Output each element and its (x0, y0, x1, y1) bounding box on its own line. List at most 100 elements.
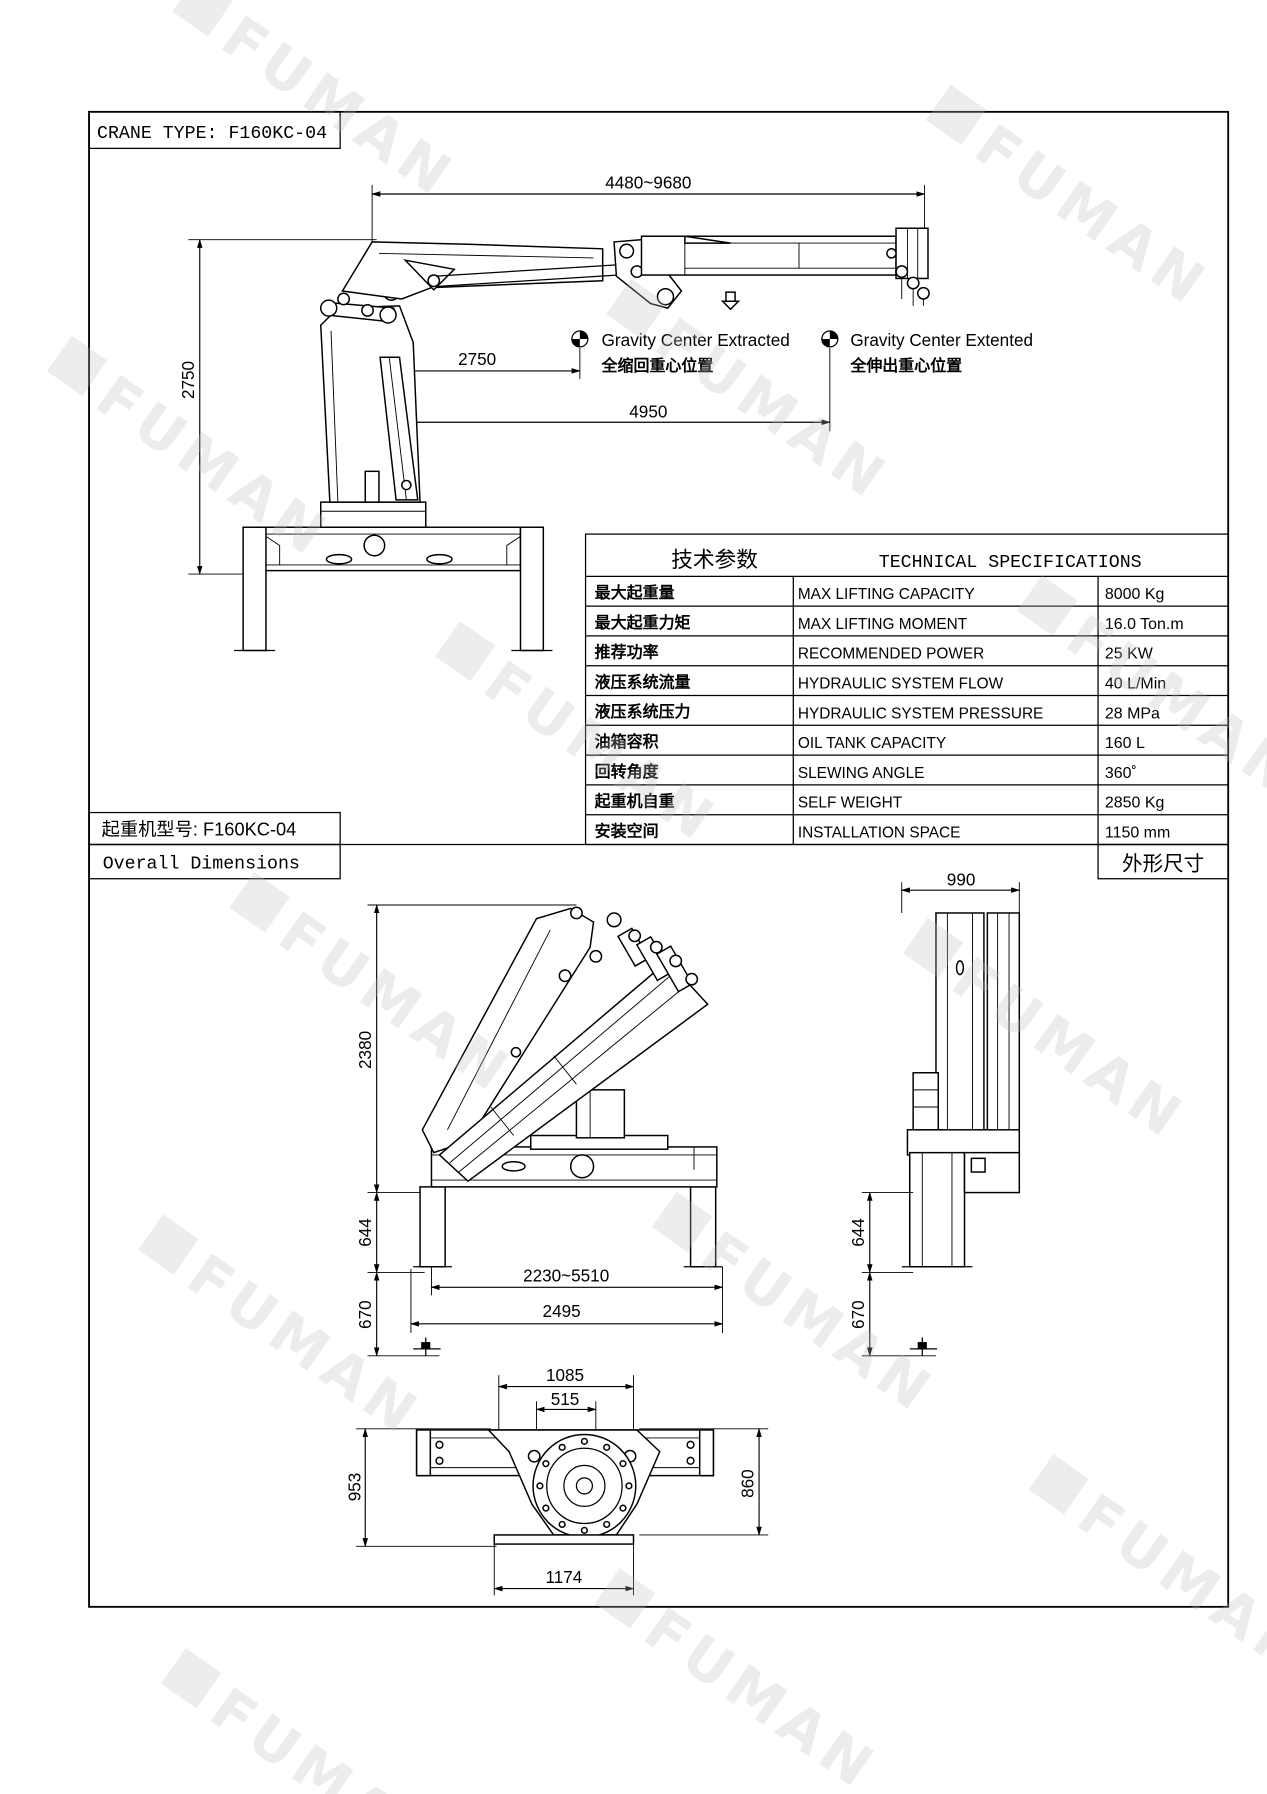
watermark-logo-icon (229, 872, 290, 933)
pin (320, 299, 338, 317)
side-view-crane (233, 227, 930, 652)
watermark-logo-icon (1017, 575, 1078, 636)
beam-slot (501, 1161, 526, 1172)
boom-clevis (403, 259, 456, 291)
dim-plan-length-inner: 860 (738, 1469, 757, 1498)
pin (379, 306, 397, 324)
slew-center (575, 1477, 594, 1495)
slewing-housing (320, 501, 427, 528)
dim-cg-extended: 4950 (629, 403, 667, 422)
spec-row-cn: 安装空间 (595, 821, 659, 840)
spec-row-en: HYDRAULIC SYSTEM FLOW (798, 676, 1004, 693)
dim-end-leg: 644 (849, 1218, 868, 1247)
watermark-logo-icon (172, 0, 233, 37)
spec-row-value: 16.0 Ton.m (1105, 616, 1184, 633)
spec-row-en: RECOMMENDED POWER (798, 646, 984, 663)
spec-row-value: 360˚ (1105, 765, 1137, 782)
head-plate (655, 945, 694, 993)
stack-section-line (553, 1055, 577, 1085)
spec-title-en: TECHNICAL SPECIFICATIONS (879, 553, 1142, 573)
dim-front-leg: 644 (356, 1218, 375, 1247)
motor (912, 1072, 940, 1131)
watermark-logo-icon (160, 1648, 222, 1709)
pin (886, 248, 897, 259)
overall-dimensions-cn-border (1097, 843, 1229, 880)
spec-row-en: INSTALLATION SPACE (798, 825, 961, 842)
model-label: 起重机型号: F160KC-04 (102, 818, 297, 839)
watermark-logo-icon (594, 1568, 656, 1629)
watermark-logo-icon (46, 335, 108, 397)
right-leg (519, 526, 545, 652)
pin (619, 243, 635, 259)
pin (401, 479, 412, 491)
dim-end-width: 990 (947, 871, 976, 890)
base (906, 1129, 1021, 1156)
spec-row-en: SLEWING ANGLE (798, 765, 925, 782)
end-view-crane (901, 912, 1021, 1268)
slew-bolt (536, 1482, 544, 1490)
slew-ring-bolts (536, 1437, 633, 1534)
bolt (686, 1456, 695, 1465)
bottom-plate (493, 1534, 635, 1545)
slewing-center (569, 1154, 595, 1179)
slewing-center (363, 534, 386, 557)
end-plate (415, 1429, 432, 1477)
spec-row-en: MAX LIFTING CAPACITY (798, 586, 975, 603)
pin (916, 286, 930, 300)
spec-row-value: 2850 Kg (1105, 795, 1165, 812)
spec-row-en: MAX LIFTING MOMENT (798, 616, 968, 633)
end-plate (698, 1429, 715, 1477)
spec-row-en: OIL TANK CAPACITY (798, 735, 946, 752)
spec-row-cn: 起重机自重 (594, 792, 675, 811)
dim-cg-retracted: 2750 (458, 350, 496, 369)
slew-ring-mid (546, 1447, 623, 1525)
spec-row-cn: 油箱容积 (595, 732, 659, 751)
stack-section-line (490, 1106, 515, 1136)
right-leg (689, 1186, 717, 1268)
pin (669, 954, 683, 968)
cg-fill-quadrant (821, 338, 830, 347)
pin (510, 1046, 522, 1058)
cg-fill-quadrant (579, 330, 588, 339)
front-view: 2380 644 670 2230~5510 2495 (356, 904, 724, 1357)
lift-cylinder (379, 356, 419, 501)
pin (337, 292, 351, 306)
side-view: 4480~9680 2750 2750 4950 Gravity Center … (179, 173, 1033, 652)
slew-ring-outer (532, 1433, 637, 1538)
mount-hole (527, 1449, 541, 1463)
pin (685, 972, 699, 986)
pin (656, 287, 675, 306)
boom-stack (986, 912, 1021, 1133)
spec-row-value: 8000 Kg (1105, 586, 1165, 603)
slew-bolt (619, 1460, 627, 1468)
column-slot (955, 960, 965, 976)
cg-extended-cn: 全伸出重心位置 (849, 356, 962, 375)
dim-end-ground: 670 (849, 1300, 868, 1329)
boom-bracket (684, 235, 731, 244)
spec-row-value: 160 L (1105, 735, 1145, 752)
pin (649, 940, 663, 954)
hook-block (725, 291, 736, 303)
fold-cylinder (435, 274, 619, 288)
watermark-logo-icon (606, 278, 667, 340)
leg (908, 1151, 966, 1268)
main-boom (341, 241, 604, 300)
dim-front-height: 2380 (356, 1031, 375, 1069)
column-bracket (364, 470, 380, 503)
column-detail-line (330, 330, 339, 503)
pin (589, 949, 603, 963)
beam-slot (325, 553, 353, 565)
crane-type-label: CRANE TYPE: F160KC-04 (97, 124, 327, 144)
spec-title-cn: 技术参数 (671, 547, 758, 572)
slew-bolt (542, 1504, 550, 1512)
watermark-logo-icon (925, 84, 987, 146)
beam-slot (426, 553, 453, 565)
crane-type-border (88, 111, 341, 149)
spec-row-en: HYDRAULIC SYSTEM PRESSURE (798, 705, 1043, 722)
plan-view: 1085 515 953 860 1174 (346, 1366, 769, 1596)
fold-cylinder (435, 264, 619, 277)
slew-ring-inner (563, 1464, 606, 1508)
spec-row-value: 28 MPa (1105, 705, 1160, 722)
pin (558, 969, 572, 983)
